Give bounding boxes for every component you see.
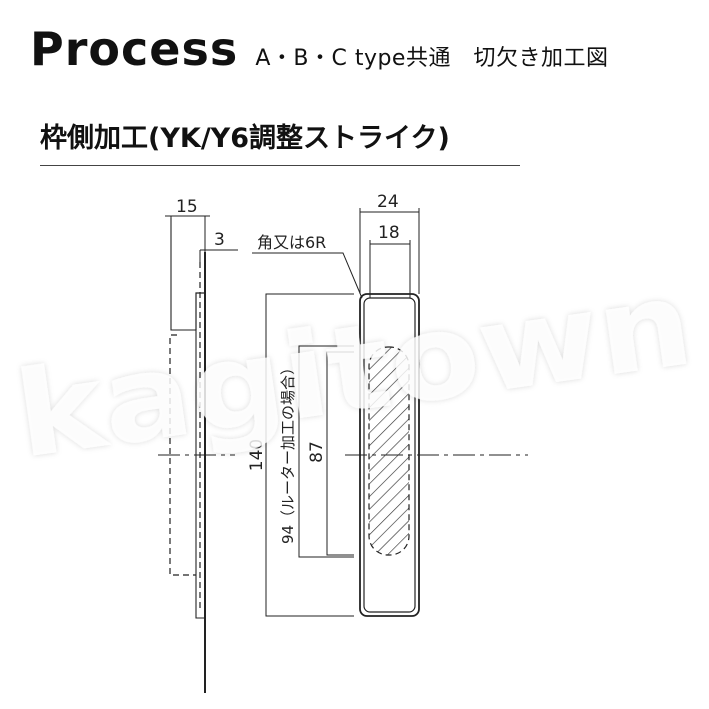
header: Process A・B・C type共通 切欠き加工図 [30, 22, 608, 76]
side-hidden-outline [169, 334, 196, 576]
dim-24-label: 24 [377, 192, 399, 212]
side-view [165, 215, 238, 693]
strike-outer [359, 293, 420, 617]
strike-pocket-dashed [368, 346, 410, 556]
dim-87-label: 87 [307, 441, 327, 463]
dim-18-label: 18 [378, 223, 400, 243]
dim-140-label: 140 [247, 439, 267, 471]
dim-15-label: 15 [176, 197, 198, 217]
strike-inner [363, 297, 416, 613]
page-subtitle: A・B・C type共通 切欠き加工図 [255, 46, 609, 71]
dim-140-line [265, 293, 354, 617]
dim-87-line [326, 351, 354, 556]
watermark-text: kagitown [8, 253, 701, 484]
page-title: Process [30, 22, 239, 76]
dim-94-label: 94（ルーター加工の場合） [279, 360, 297, 544]
strike-pocket-hatch [369, 347, 409, 555]
corner-leader [252, 252, 363, 299]
dim-94-line [298, 345, 354, 558]
section-title: 枠側加工(YK/Y6調整ストライク) [40, 116, 520, 166]
corner-note-label: 角又は6R [257, 233, 326, 252]
side-upper-step [195, 292, 205, 330]
dim-3-label: 3 [214, 230, 225, 250]
strike-front-view [252, 208, 420, 617]
watermark: kagitown [8, 253, 701, 484]
